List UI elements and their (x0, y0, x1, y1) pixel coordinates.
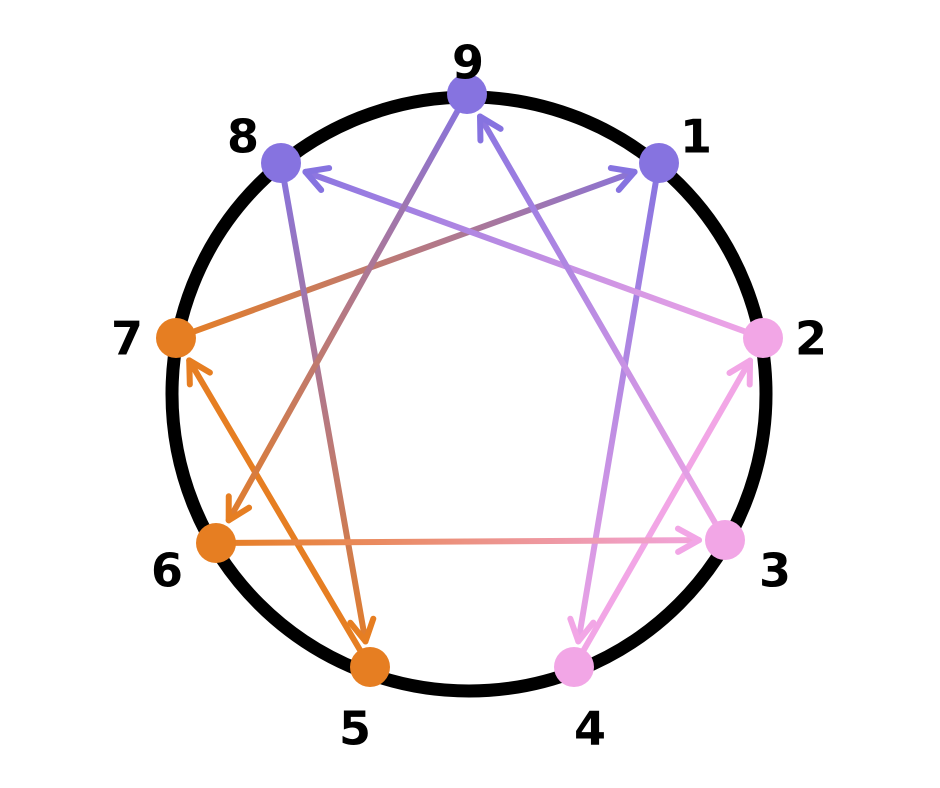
node-1 (639, 143, 679, 183)
arrowhead-3 (674, 525, 703, 555)
outer-ring (165, 90, 773, 698)
label-6: 6 (151, 544, 183, 598)
arrowhead-9 (477, 113, 504, 144)
label-4: 4 (574, 702, 606, 756)
arrowhead-6 (225, 493, 253, 524)
arrows-layer (186, 104, 754, 657)
arrow-7-to-1 (188, 165, 638, 336)
node-3 (705, 520, 745, 560)
arrow-6-to-3 (228, 525, 703, 555)
arrow-5-to-7 (186, 357, 365, 657)
node-4 (554, 647, 594, 687)
node-9 (447, 74, 487, 114)
arrow-2-to-8 (302, 165, 751, 336)
arrow-1-to-4 (567, 175, 660, 645)
arrowhead-5 (347, 615, 377, 645)
label-3: 3 (759, 544, 791, 598)
labels-layer: 1 2 3 4 5 6 7 8 9 (111, 36, 827, 756)
nodes-layer (156, 74, 783, 687)
node-6 (196, 523, 236, 563)
node-2 (743, 318, 783, 358)
arrow-4-to-2 (578, 357, 754, 657)
node-7 (156, 318, 196, 358)
arrowhead-4 (567, 615, 597, 645)
label-8: 8 (227, 110, 259, 164)
label-2: 2 (795, 312, 827, 366)
arrowhead-8 (302, 165, 333, 193)
label-1: 1 (680, 110, 712, 164)
arrow-8-to-5 (280, 175, 377, 645)
arrowhead-1 (607, 165, 638, 193)
node-5 (350, 647, 390, 687)
label-7: 7 (111, 312, 143, 366)
label-5: 5 (339, 702, 371, 756)
arrowhead-7 (186, 357, 213, 388)
label-9: 9 (452, 36, 484, 90)
arrow-3-to-9 (477, 113, 720, 530)
node-8 (261, 143, 301, 183)
arrowhead-2 (726, 357, 754, 388)
arrow-9-to-6 (225, 104, 463, 524)
